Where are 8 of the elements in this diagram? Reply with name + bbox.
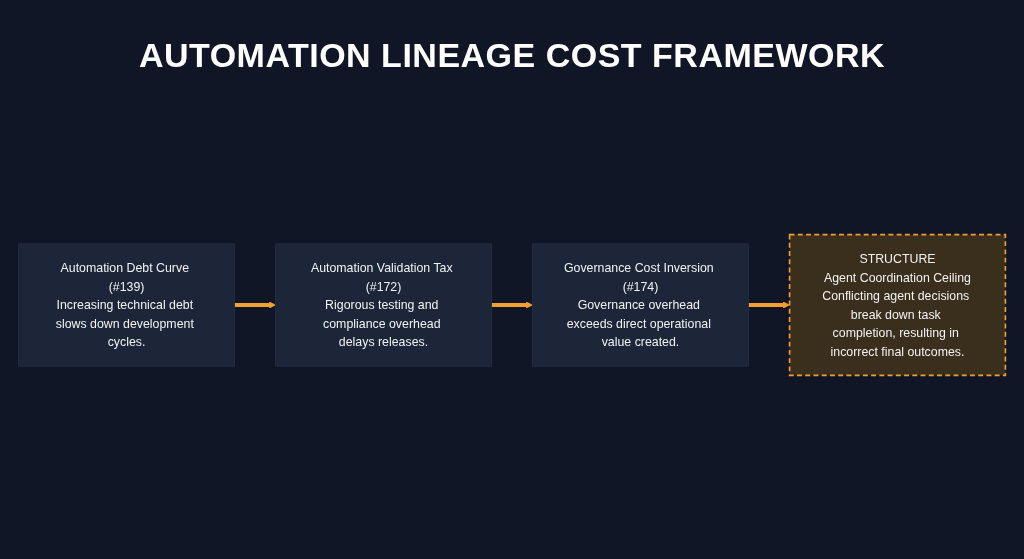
arrow	[234, 301, 276, 309]
arrow	[491, 301, 533, 309]
diagram-title: AUTOMATION LINEAGE COST FRAMEWORK	[137, 36, 887, 75]
node-box: Automation Validation Tax (#172) Rigorous testing and compliance overhead delays releases.	[275, 243, 492, 367]
node-box: Governance Cost Inversion (#174) Governance overhead exceeds direct operational value created.	[532, 243, 749, 367]
node-box: Automation Debt Curve (#139) Increasing technical debt slows down development cycles.	[18, 243, 235, 367]
arrow	[748, 301, 790, 309]
node-box: STRUCTURE Agent Coordination Ceiling Conflicting agent decisions break down task completion, resulting in incorrect final outcomes.	[788, 233, 1007, 377]
